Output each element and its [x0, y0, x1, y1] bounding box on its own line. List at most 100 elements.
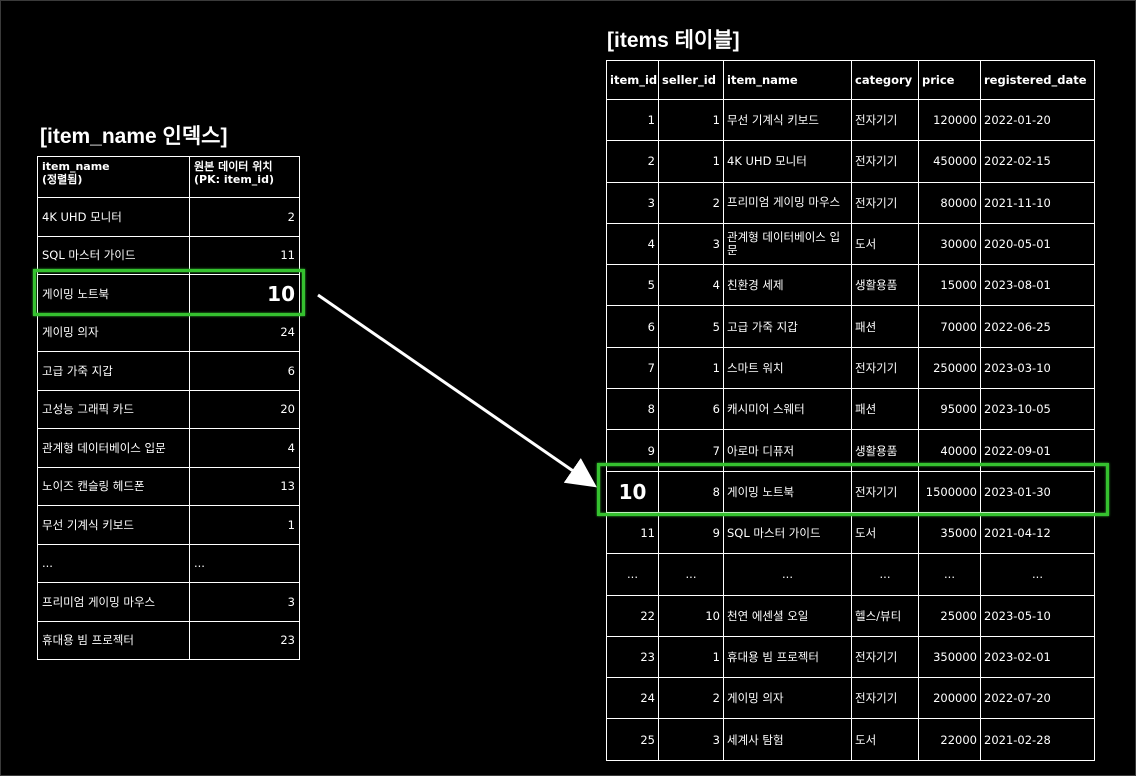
items-header-item-id: item_id [606, 60, 659, 100]
index-item-name: 휴대용 빔 프로젝터 [37, 620, 190, 660]
category-cell: 전자기기 [851, 140, 919, 183]
category-cell: 전자기기 [851, 470, 919, 513]
price-cell: 450000 [918, 140, 981, 183]
category-cell: 도서 [851, 511, 919, 555]
index-item-position: 24 [189, 312, 300, 352]
item-id-cell: 25 [606, 718, 659, 761]
price-cell: 1500000 [918, 470, 981, 513]
table-title: [items 테이블] [607, 29, 740, 52]
date-cell: 2022-02-15 [980, 140, 1095, 183]
seller-id-cell: 1 [658, 635, 724, 679]
items-header-registered-date: registered_date [980, 60, 1095, 100]
price-cell: 250000 [918, 346, 981, 390]
index-item-position: 2 [189, 197, 300, 237]
seller-id-cell: 1 [658, 346, 724, 390]
item-id-cell: ... [606, 553, 659, 596]
item-name-cell: SQL 마스터 가이드 [723, 511, 852, 555]
index-item-position: 6 [189, 351, 300, 391]
price-cell: 200000 [918, 677, 981, 720]
index-item-name: SQL 마스터 가이드 [37, 235, 190, 275]
date-cell: 2020-05-01 [980, 222, 1095, 266]
item-id-cell: 4 [606, 222, 659, 266]
category-cell: 전자기기 [851, 181, 919, 224]
item-name-cell: 캐시미어 스웨터 [723, 388, 852, 431]
category-cell: 패션 [851, 388, 919, 431]
price-cell: 35000 [918, 511, 981, 555]
price-cell: 15000 [918, 264, 981, 307]
index-item-name: 노이즈 캔슬링 헤드폰 [37, 466, 190, 506]
item-name-cell: 관계형 데이터베이스 입문 [723, 222, 852, 266]
item-name-cell: 4K UHD 모니터 [723, 140, 852, 183]
items-header-category: category [851, 60, 919, 100]
arrow-line [317, 293, 597, 488]
index-item-position: 20 [189, 389, 300, 429]
index-item-name: 4K UHD 모니터 [37, 197, 190, 237]
price-cell: 22000 [918, 718, 981, 761]
date-cell: 2022-01-20 [980, 98, 1095, 142]
index-item-position: 1 [189, 505, 300, 545]
category-cell: 전자기기 [851, 635, 919, 679]
item-id-cell: 22 [606, 594, 659, 637]
item-id-cell: 5 [606, 264, 659, 307]
seller-id-cell: ... [658, 553, 724, 596]
category-cell: 도서 [851, 718, 919, 761]
item-name-cell: 천연 에센셜 오일 [723, 594, 852, 637]
date-cell: 2023-03-10 [980, 346, 1095, 390]
date-cell: 2023-02-01 [980, 635, 1095, 679]
date-cell: 2023-08-01 [980, 264, 1095, 307]
seller-id-cell: 4 [658, 264, 724, 307]
item-name-cell: 게이밍 노트북 [723, 470, 852, 513]
index-item-name: 고성능 그래픽 카드 [37, 389, 190, 429]
index-title: [item_name 인덱스] [40, 125, 228, 148]
items-header-seller-id: seller_id [658, 60, 724, 100]
item-id-cell: 1 [606, 98, 659, 142]
seller-id-cell: 1 [658, 140, 724, 183]
seller-id-cell: 5 [658, 305, 724, 348]
price-cell: 80000 [918, 181, 981, 224]
item-name-cell: 세계사 탐험 [723, 718, 852, 761]
price-cell: 30000 [918, 222, 981, 266]
index-item-name: ... [37, 543, 190, 583]
item-name-cell: 프리미엄 게이밍 마우스 [723, 181, 852, 224]
category-cell: 도서 [851, 222, 919, 266]
category-cell: 전자기기 [851, 98, 919, 142]
item-id-cell: 6 [606, 305, 659, 348]
index-item-position: 23 [189, 620, 300, 660]
item-id-cell: 24 [606, 677, 659, 720]
item-id-cell: 8 [606, 388, 659, 431]
index-item-position: ... [189, 543, 300, 583]
index-table: item_name(정렬됨) 원본 데이터 위치(PK: item_id) 4K… [37, 156, 300, 660]
index-header-row: item_name(정렬됨) 원본 데이터 위치(PK: item_id) [37, 156, 300, 198]
items-header-item-name: item_name [723, 60, 852, 100]
date-cell: 2021-02-28 [980, 718, 1095, 761]
index-item-name: 게이밍 노트북 [37, 274, 190, 314]
price-cell: ... [918, 553, 981, 596]
date-cell: ... [980, 553, 1095, 596]
item-name-cell: 게이밍 의자 [723, 677, 852, 720]
index-item-name: 무선 기계식 키보드 [37, 505, 190, 545]
index-header-position: 원본 데이터 위치(PK: item_id) [189, 156, 300, 198]
item-name-cell: 무선 기계식 키보드 [723, 98, 852, 142]
price-cell: 120000 [918, 98, 981, 142]
date-cell: 2021-11-10 [980, 181, 1095, 224]
